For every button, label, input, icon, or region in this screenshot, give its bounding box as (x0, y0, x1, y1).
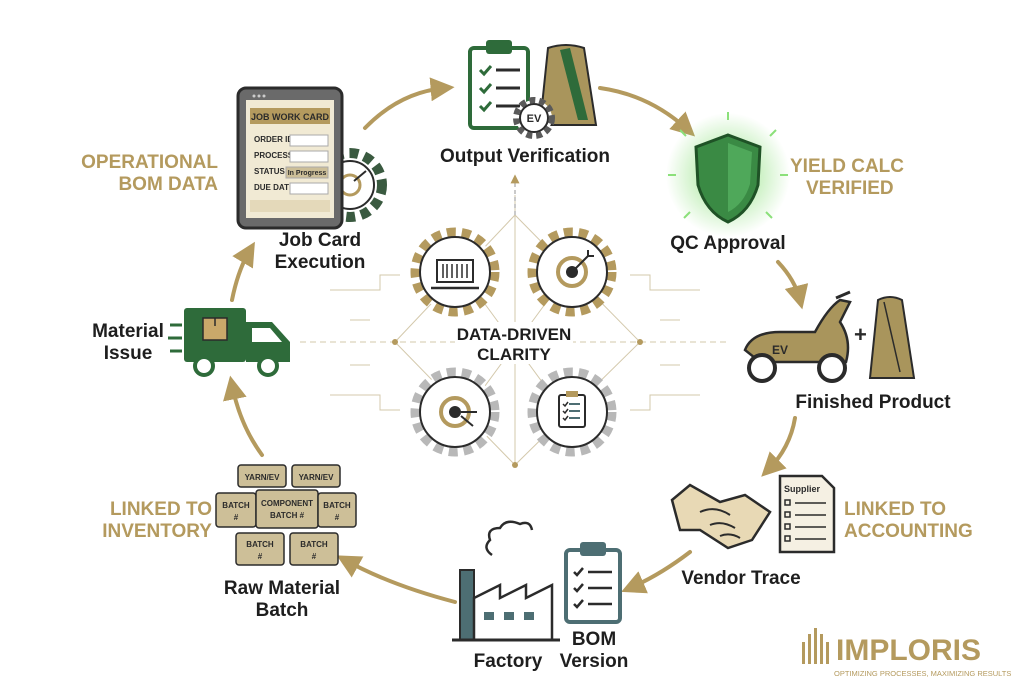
arrow-factory-to-raw (336, 555, 457, 604)
gear-target-icon (527, 227, 617, 317)
accounting-tag-line2: ACCOUNTING (844, 521, 973, 542)
center-title-bg (455, 322, 573, 364)
brand-tagline: OPTIMIZING PROCESSES, MAXIMIZING RESULTS (834, 669, 1011, 678)
job-card-process: PROCESS (254, 151, 294, 160)
arrow-output-to-qc (598, 86, 696, 137)
batch-right-hash: # (335, 513, 340, 522)
output-verification-node: EV Output Verification (440, 40, 610, 167)
batch-left-hash: # (234, 513, 239, 522)
brand-name: IMPLORIS (836, 634, 981, 667)
tablet-icon: JOB WORK CARD ORDER ID PROCESS STATUS In… (236, 86, 344, 230)
clipboard-icon (468, 40, 530, 130)
batch-yarn-2: YARN/EV (299, 473, 334, 482)
plus-sign: + (854, 322, 867, 347)
raw-material-node: YARN/EV YARN/EV BATCH # COMPONENT BATCH … (215, 464, 357, 621)
material-issue-line2: Issue (104, 343, 153, 364)
operational-tag-line1: OPERATIONAL (81, 152, 218, 173)
order-id-field (289, 134, 329, 147)
job-card-status: STATUS (254, 167, 285, 176)
batch-left: BATCH (222, 501, 250, 510)
job-card-node: JOB WORK CARD ORDER ID PROCESS STATUS In… (236, 86, 387, 273)
truck-icon (168, 308, 290, 377)
output-verification-label: Output Verification (440, 146, 610, 167)
batch-bottom-right-hash: # (312, 552, 317, 561)
finished-product-node: EV + Finished Product (743, 290, 951, 413)
scooter-ev-label: EV (772, 343, 788, 357)
bom-version-line2: Version (560, 651, 629, 672)
batch-boxes: YARN/EV YARN/EV BATCH # COMPONENT BATCH … (215, 464, 357, 566)
vendor-trace-label: Vendor Trace (681, 568, 800, 589)
material-issue-line1: Material (92, 321, 164, 342)
due-date-field (289, 182, 329, 195)
batch-right: BATCH (323, 501, 351, 510)
gear-conveyor-icon (410, 227, 500, 317)
job-card-line2: Execution (275, 252, 366, 273)
job-card-line1: Job Card (279, 230, 361, 251)
brand-mark-icon (802, 628, 829, 664)
arrow-jobcard-to-output (363, 77, 455, 130)
material-issue-node: Material Issue (92, 308, 290, 377)
job-card-status-value: In Progress (288, 170, 327, 177)
status-field (285, 166, 329, 179)
job-card-header: JOB WORK CARD (251, 112, 329, 122)
raw-material-line2: Batch (256, 600, 309, 621)
brand-logo: IMPLORIS OPTIMIZING PROCESSES, MAXIMIZIN… (802, 628, 1011, 678)
job-card-due-date: DUE DATE (254, 183, 295, 192)
yield-tag-line1: YIELD CALC (790, 156, 904, 177)
accounting-tag-line1: LINKED TO (844, 499, 946, 520)
arrow-finished-to-vendor (761, 416, 797, 477)
inventory-tag-line2: INVENTORY (102, 521, 212, 542)
factory-label: Factory (474, 651, 543, 672)
center-gears: DATA-DRIVEN CLARITY (410, 227, 617, 457)
bom-clipboard-icon (564, 542, 622, 624)
arrow-raw-to-issue (223, 375, 264, 457)
batch-component-line2: BATCH # (270, 511, 305, 520)
job-card-order-id: ORDER ID (254, 135, 293, 144)
batch-component-line1: COMPONENT (261, 499, 313, 508)
factory-icon (452, 520, 560, 642)
batch-bottom-left-hash: # (258, 552, 263, 561)
handshake-icon (670, 483, 772, 550)
bom-version-node: BOM Version (560, 542, 629, 672)
inventory-tag-line1: LINKED TO (110, 499, 212, 520)
yield-tag-line2: VERIFIED (806, 178, 894, 199)
ev-gear-icon: EV (513, 97, 555, 139)
process-field (289, 150, 329, 163)
center-title-line1: DATA-DRIVEN (457, 325, 572, 344)
saree-icon (538, 44, 598, 126)
finished-product-label: Finished Product (795, 392, 951, 413)
batch-yarn-1: YARN/EV (245, 473, 280, 482)
qc-approval-label: QC Approval (670, 233, 785, 254)
bom-version-line1: BOM (572, 629, 616, 650)
qc-approval-node: QC Approval (666, 112, 790, 254)
batch-bottom-left: BATCH (246, 540, 274, 549)
center-title-line2: CLARITY (477, 345, 551, 364)
factory-node: Factory (452, 520, 560, 672)
gear-checklist-icon (527, 367, 617, 457)
supplier-label: Supplier (784, 484, 821, 494)
node-dot (392, 339, 398, 345)
node-dot (637, 339, 643, 345)
supplier-document-icon: Supplier (778, 474, 836, 554)
ev-gear-label: EV (527, 113, 542, 125)
node-dot (512, 462, 518, 468)
arrow-qc-to-finished (776, 260, 809, 310)
glow-rays (668, 112, 788, 219)
gear-process-icon (410, 367, 500, 457)
cycle-arrows (223, 77, 809, 604)
arrow-issue-to-jobcard (230, 241, 255, 302)
batch-bottom-right: BATCH (300, 540, 328, 549)
arrow-vendor-to-bom (621, 550, 692, 594)
vendor-trace-node: Supplier Vendor Trace (670, 474, 836, 589)
scooter-icon: EV (743, 290, 852, 383)
operational-tag-line2: BOM DATA (118, 174, 218, 195)
raw-material-line1: Raw Material (224, 578, 340, 599)
